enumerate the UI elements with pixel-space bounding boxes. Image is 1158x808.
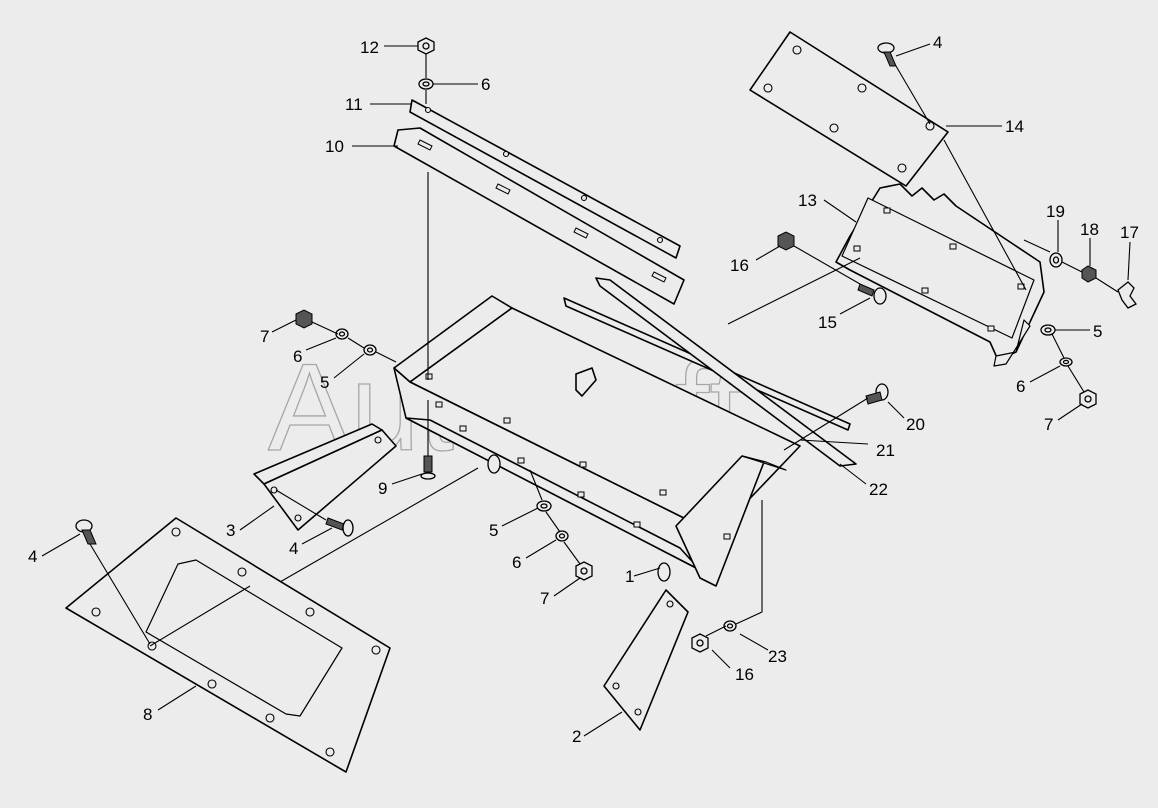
callout-21: 21 (876, 441, 895, 460)
washer-5-left (363, 344, 377, 356)
part-13-bracket (835, 183, 1045, 367)
callout-4-top: 4 (933, 33, 942, 52)
callout-labels: 12 6 11 10 4 14 13 19 18 17 16 15 5 6 7 … (28, 33, 1139, 746)
callout-12: 12 (360, 38, 379, 57)
nut-7-right (1079, 389, 1097, 409)
callout-16-lower: 16 (735, 665, 754, 684)
bolt-4-mid (325, 517, 354, 537)
part-8-cover-plate (65, 517, 391, 773)
callout-10: 10 (325, 137, 344, 156)
callout-14: 14 (1005, 117, 1024, 136)
callout-17: 17 (1120, 223, 1139, 242)
callout-11: 11 (345, 95, 363, 114)
part-3-bracket (253, 423, 397, 531)
washer-6-right (1059, 357, 1073, 367)
part-22-rail (563, 277, 857, 467)
callout-9: 9 (378, 479, 387, 498)
bolt-15 (857, 283, 887, 305)
callout-5-lower: 5 (489, 521, 498, 540)
callout-6-lower: 6 (512, 553, 521, 572)
washer-6-lower (555, 530, 569, 542)
callout-5-left: 5 (320, 373, 329, 392)
nut-7-left (295, 309, 313, 329)
washer-5-lower (536, 500, 552, 512)
callout-6-left: 6 (293, 347, 302, 366)
callout-13: 13 (798, 191, 817, 210)
callout-leaders (41, 43, 1131, 737)
callout-3: 3 (226, 521, 235, 540)
assembly-lines (89, 54, 1119, 647)
callout-2: 2 (572, 727, 581, 746)
callout-22: 22 (869, 480, 888, 499)
bolt-20 (865, 383, 889, 405)
main-tray (393, 295, 801, 587)
washer-23 (723, 620, 737, 632)
nut-16-lower (691, 633, 709, 653)
nut-18 (1081, 265, 1097, 283)
callout-5-right: 5 (1093, 322, 1102, 341)
callout-7-lower: 7 (540, 589, 549, 608)
callout-1: 1 (625, 567, 634, 586)
washer-6-left (335, 328, 349, 340)
nut-12 (417, 37, 435, 55)
part-11-strip (409, 99, 681, 259)
nut-7-lower (575, 561, 593, 581)
callout-6-top: 6 (481, 75, 490, 94)
callout-8: 8 (143, 705, 152, 724)
callout-6-right: 6 (1016, 377, 1025, 396)
part-10-strip (393, 127, 685, 305)
part-2-gusset (603, 589, 689, 731)
callout-7-left: 7 (260, 327, 269, 346)
callout-7-right: 7 (1044, 415, 1053, 434)
callout-4-left: 4 (28, 547, 37, 566)
bolt-4-top (877, 42, 897, 67)
callout-18: 18 (1080, 220, 1099, 239)
washer-6-top (418, 78, 434, 90)
washer-5-right (1040, 324, 1056, 336)
washer-19 (1049, 252, 1063, 268)
bolt-9 (420, 455, 436, 480)
bolt-4-left (75, 519, 97, 545)
callout-16-right: 16 (730, 256, 749, 275)
wingnut-17 (1117, 281, 1137, 309)
part-14-plate (749, 31, 949, 187)
callout-23: 23 (768, 647, 787, 666)
callout-20: 20 (906, 415, 925, 434)
nut-16-right (777, 231, 795, 251)
callout-15: 15 (818, 313, 837, 332)
callout-4-mid: 4 (289, 539, 298, 558)
callout-19: 19 (1046, 202, 1065, 221)
